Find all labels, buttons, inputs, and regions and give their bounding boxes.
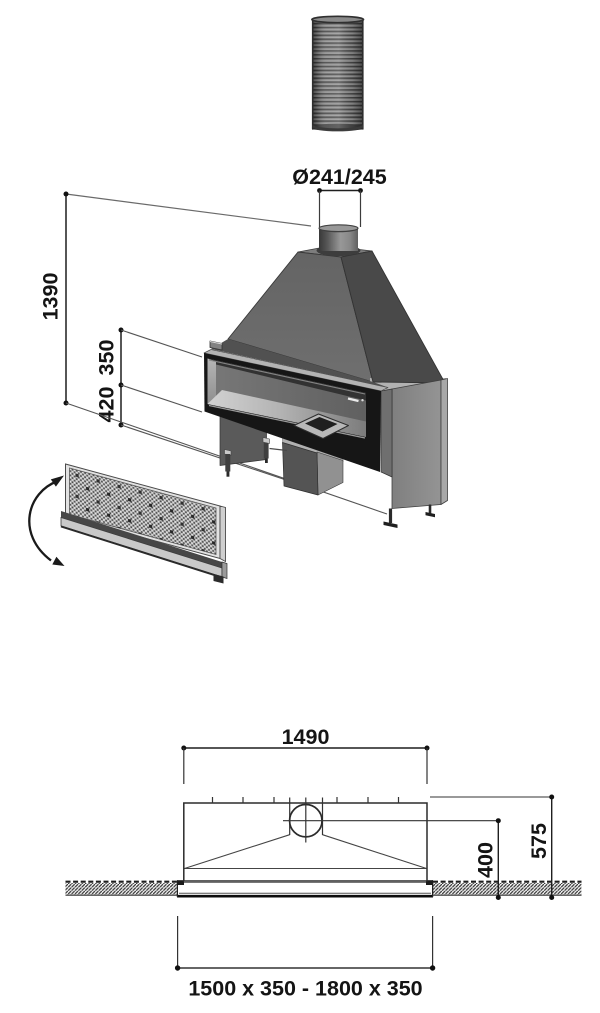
svg-text:1490: 1490 <box>282 725 330 749</box>
svg-text:Ø241/245: Ø241/245 <box>292 165 386 189</box>
svg-text:400: 400 <box>474 842 498 878</box>
svg-text:1390: 1390 <box>39 273 63 321</box>
svg-text:350: 350 <box>95 340 119 376</box>
svg-text:1500 x 350 - 1800 x 350: 1500 x 350 - 1800 x 350 <box>188 977 422 1001</box>
svg-text:575: 575 <box>527 823 551 859</box>
